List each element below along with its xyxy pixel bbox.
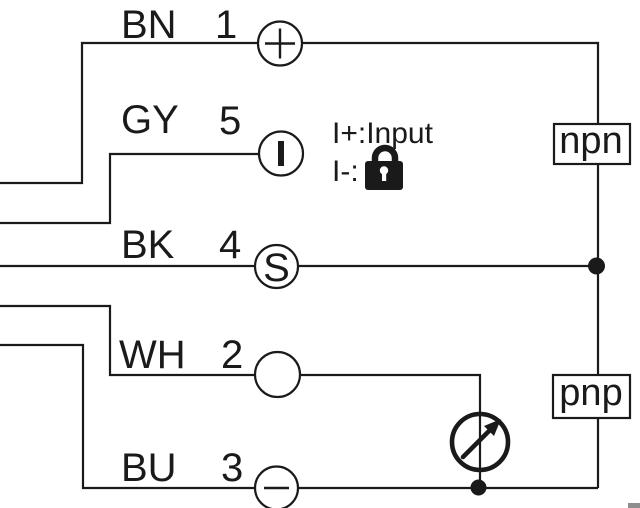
wire-bn-and-right-rail [0, 41, 600, 488]
lock-icon [365, 144, 403, 190]
npn-box-frame [552, 122, 632, 166]
row-bn: BN 1 [121, 3, 237, 47]
annotation-line1: I+:Input [332, 117, 434, 150]
row-gy: GY 5 [121, 98, 241, 143]
pin-number-4: 4 [219, 223, 241, 267]
wire-label-bu: BU [121, 446, 177, 490]
wire-label-gy: GY [121, 98, 179, 142]
pin-number-1: 1 [215, 3, 237, 47]
row-bk: BK 4 [121, 223, 241, 267]
pnp-box-frame [551, 373, 632, 420]
junction-dot-rail [588, 257, 605, 275]
row-bu: BU 3 [121, 446, 243, 490]
wire-bu [0, 343, 598, 490]
pnp-box-label: pnp [559, 372, 622, 414]
npn-box-label: npn [559, 120, 622, 162]
wire-label-wh: WH [119, 333, 186, 377]
pnp-box: pnp [551, 372, 632, 420]
wire-label-bk: BK [121, 223, 175, 267]
scan-artifact [628, 503, 640, 508]
wire-label-bn: BN [121, 3, 177, 47]
pin-number-3: 3 [221, 446, 243, 490]
terminal-blank-circle [253, 350, 302, 399]
npn-box: npn [552, 120, 632, 166]
pin-number-5: 5 [219, 99, 241, 143]
current-bar-icon [278, 141, 284, 166]
terminal-s-label: S [263, 246, 290, 290]
junction-dot-meter [470, 479, 487, 496]
terminal-s-circle [253, 243, 300, 290]
annotation-line2: I-: [332, 155, 359, 188]
wire-gy [0, 152, 281, 225]
meter-icon [449, 411, 511, 473]
row-wh: WH 2 [119, 333, 243, 377]
plus-icon [265, 28, 295, 59]
pin-number-2: 2 [221, 333, 243, 377]
